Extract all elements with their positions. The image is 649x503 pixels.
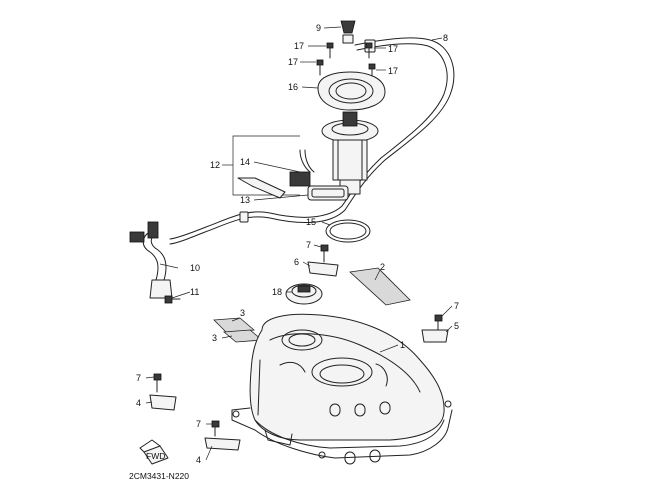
fwd-arrow-icon: FWD — [139, 439, 169, 465]
diagram-code: 2CM3431-N220 — [129, 471, 189, 481]
callout-15: 15 — [306, 217, 316, 227]
callout-2: 2 — [380, 262, 385, 272]
gasket — [325, 219, 371, 243]
callout-14: 14 — [240, 157, 250, 167]
callout-7-c: 7 — [136, 373, 141, 383]
pad-2 — [349, 267, 411, 306]
pads-3 — [213, 317, 264, 343]
callout-17-d: 17 — [388, 66, 398, 76]
callout-13: 13 — [240, 195, 250, 205]
callout-10: 10 — [190, 263, 200, 273]
fwd-label: FWD — [146, 451, 165, 461]
bolt-11 — [164, 295, 181, 304]
fuel-cap-small — [340, 20, 356, 44]
callout-4-a: 4 — [136, 398, 141, 408]
callout-16: 16 — [288, 82, 298, 92]
callout-12: 12 — [210, 160, 220, 170]
fuel-hose — [169, 37, 455, 245]
callout-17-b: 17 — [388, 44, 398, 54]
leader-lines — [145, 26, 453, 461]
bracket-6 — [307, 244, 339, 277]
callout-7-d: 7 — [196, 419, 201, 429]
fuel-pump-assembly — [232, 111, 379, 201]
callout-18: 18 — [272, 287, 282, 297]
callout-5: 5 — [454, 321, 459, 331]
callout-17-c: 17 — [288, 57, 298, 67]
callout-numbers: 9 8 17 17 17 17 16 12 14 13 15 7 6 2 10 … — [136, 23, 459, 465]
callout-1: 1 — [400, 340, 405, 350]
callout-8: 8 — [443, 33, 448, 43]
fuel-tank — [231, 313, 453, 465]
callout-7-b: 7 — [454, 301, 459, 311]
callout-3-b: 3 — [212, 333, 217, 343]
callout-4-b: 4 — [196, 455, 201, 465]
retaining-plate — [317, 71, 386, 111]
breather-fitting — [129, 221, 173, 299]
bracket-4-lower — [204, 420, 241, 451]
bracket-4-upper — [149, 373, 177, 411]
callout-11: 11 — [190, 287, 199, 297]
callout-6: 6 — [294, 257, 299, 267]
filler-cap — [285, 283, 323, 305]
callout-7-a: 7 — [306, 240, 311, 250]
callout-9: 9 — [316, 23, 321, 33]
callout-17-a: 17 — [294, 41, 304, 51]
callout-3-a: 3 — [240, 308, 245, 318]
bracket-5 — [421, 314, 449, 343]
